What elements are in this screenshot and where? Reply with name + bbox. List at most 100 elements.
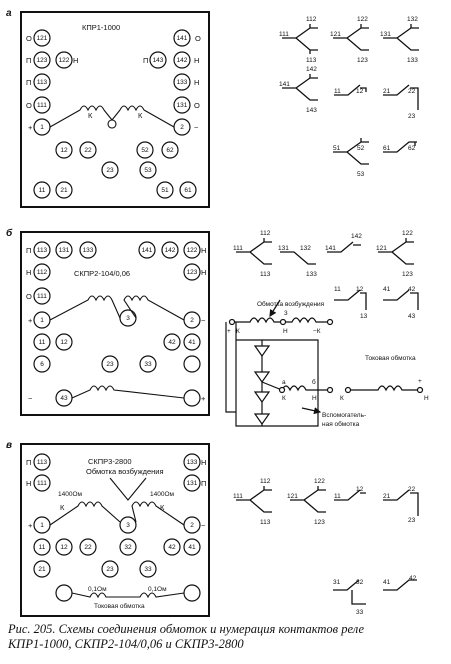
svg-text:111: 111 — [233, 245, 243, 252]
svg-text:П: П — [26, 56, 31, 65]
svg-text:121: 121 — [287, 493, 298, 500]
svg-text:141: 141 — [325, 245, 336, 252]
panel-c-pins — [33, 453, 201, 602]
panel-b-frame — [20, 231, 210, 416]
svg-text:132: 132 — [300, 245, 311, 252]
svg-text:12: 12 — [356, 88, 364, 95]
svg-text:3: 3 — [126, 315, 130, 322]
svg-text:23: 23 — [106, 566, 114, 573]
panel-b-pins — [33, 241, 201, 407]
svg-text:51: 51 — [333, 145, 341, 152]
svg-text:О: О — [194, 101, 200, 110]
svg-text:41: 41 — [188, 544, 196, 551]
svg-text:О: О — [26, 292, 32, 301]
svg-text:О: О — [26, 34, 32, 43]
svg-text:Н: Н — [312, 395, 317, 402]
figure-caption: Рис. 205. Схемы соединения обмоток и нум… — [8, 622, 448, 652]
svg-text:131: 131 — [187, 480, 198, 487]
svg-text:П: П — [26, 78, 31, 87]
svg-text:Н: Н — [201, 268, 206, 277]
svg-text:131: 131 — [177, 102, 188, 109]
contact-labels-b: 111 112 113 131 132 133 141 142 121 122 … — [233, 230, 416, 320]
svg-text:Н: Н — [26, 268, 31, 277]
svg-text:133: 133 — [83, 247, 94, 254]
svg-text:51: 51 — [161, 187, 169, 194]
svg-text:111: 111 — [279, 31, 289, 38]
svg-text:62: 62 — [166, 147, 174, 154]
svg-text:131: 131 — [380, 31, 391, 38]
svg-text:12: 12 — [60, 339, 68, 346]
panel-b-letter: б — [6, 227, 13, 239]
panel-b-title: СКПР2-104/0,06 — [74, 269, 130, 278]
svg-text:142: 142 — [165, 247, 176, 254]
svg-text:133: 133 — [187, 459, 198, 466]
svg-text:112: 112 — [37, 269, 48, 276]
svg-text:Н: Н — [194, 78, 199, 87]
svg-text:1: 1 — [40, 522, 44, 529]
svg-text:111: 111 — [233, 493, 243, 500]
svg-text:Н: Н — [424, 395, 429, 402]
svg-text:141: 141 — [142, 247, 153, 254]
svg-text:2: 2 — [180, 124, 184, 131]
svg-text:113: 113 — [306, 57, 317, 64]
svg-text:б: б — [312, 378, 316, 386]
svg-text:41: 41 — [383, 286, 391, 293]
svg-text:+: + — [28, 316, 33, 325]
schematic-labels: Обмотка возбуждения + К 3 Н −К Токовая о… — [227, 300, 429, 428]
svg-text:133: 133 — [306, 271, 317, 278]
svg-text:Токовая обмотка: Токовая обмотка — [365, 354, 416, 362]
svg-text:32: 32 — [124, 544, 132, 551]
panel-c-coils — [49, 477, 185, 599]
svg-text:12: 12 — [60, 544, 68, 551]
svg-text:−: − — [194, 123, 199, 132]
svg-text:0,1Ом: 0,1Ом — [148, 586, 167, 593]
svg-text:123: 123 — [402, 271, 413, 278]
svg-text:Токовая обмотка: Токовая обмотка — [94, 602, 145, 610]
svg-text:122: 122 — [357, 16, 368, 23]
svg-text:142: 142 — [351, 233, 362, 240]
svg-text:11: 11 — [334, 286, 341, 293]
svg-text:+: + — [227, 328, 231, 335]
svg-text:К: К — [340, 395, 344, 402]
svg-text:1: 1 — [40, 124, 44, 131]
svg-text:111: 111 — [37, 102, 47, 109]
svg-text:42: 42 — [168, 544, 176, 551]
svg-text:−: − — [201, 521, 206, 530]
svg-text:3: 3 — [126, 522, 130, 529]
contact-symbols — [236, 24, 419, 605]
svg-text:2: 2 — [190, 522, 194, 529]
svg-text:К: К — [282, 395, 286, 402]
svg-text:133: 133 — [407, 57, 418, 64]
svg-text:П: П — [201, 479, 206, 488]
svg-text:111: 111 — [37, 480, 47, 487]
svg-text:П: П — [26, 458, 31, 467]
svg-text:2: 2 — [190, 317, 194, 324]
panel-a-letter: а — [6, 8, 12, 19]
svg-text:ная обмотка: ная обмотка — [322, 420, 360, 428]
svg-text:121: 121 — [330, 31, 341, 38]
svg-text:31: 31 — [333, 579, 341, 586]
svg-text:Н: Н — [201, 246, 206, 255]
svg-text:К: К — [60, 503, 65, 512]
svg-text:113: 113 — [37, 459, 48, 466]
svg-text:113: 113 — [260, 519, 271, 526]
svg-text:141: 141 — [279, 81, 290, 88]
panel-c-title: СКПР3-2800 — [88, 457, 132, 466]
svg-text:41: 41 — [383, 579, 391, 586]
svg-text:а: а — [282, 379, 286, 386]
svg-text:111: 111 — [37, 293, 47, 300]
svg-text:133: 133 — [177, 79, 188, 86]
panel-c-frame — [20, 443, 210, 617]
svg-text:22: 22 — [84, 147, 92, 154]
svg-text:К: К — [160, 503, 165, 512]
svg-text:131: 131 — [278, 245, 289, 252]
svg-text:12: 12 — [60, 147, 68, 154]
svg-text:42: 42 — [408, 286, 416, 293]
panel-c-resistances: 1400Ом 1400Ом 0,1Ом 0,1Ом Токовая обмотк… — [58, 491, 175, 610]
svg-text:3: 3 — [284, 310, 288, 317]
panel-a-title: КПР1-1000 — [82, 23, 120, 32]
